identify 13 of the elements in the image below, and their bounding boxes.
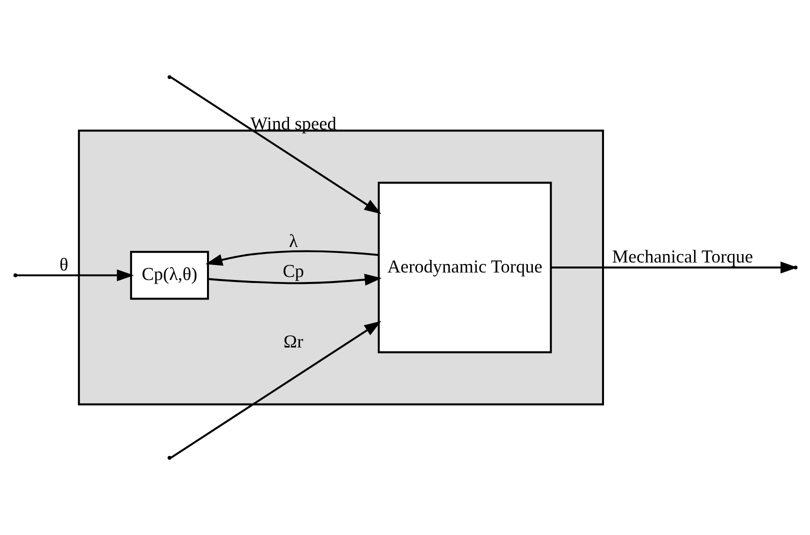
- edge-label: Wind speed: [250, 114, 336, 134]
- arrow: [205, 250, 378, 266]
- edge-label: θ: [59, 254, 68, 274]
- node-box: Cp(λ,θ): [130, 250, 208, 300]
- arrow: [16, 269, 134, 282]
- arrow: [208, 274, 382, 286]
- node-box: Aerodynamic Torque: [377, 182, 552, 354]
- edge-label: Cp: [282, 260, 304, 281]
- edge-label: Mechanical Torque: [612, 246, 752, 267]
- edge-label: Ωr: [283, 331, 303, 352]
- arrow: [170, 321, 381, 459]
- arrow: [170, 76, 381, 214]
- edge-label: λ: [288, 230, 298, 251]
